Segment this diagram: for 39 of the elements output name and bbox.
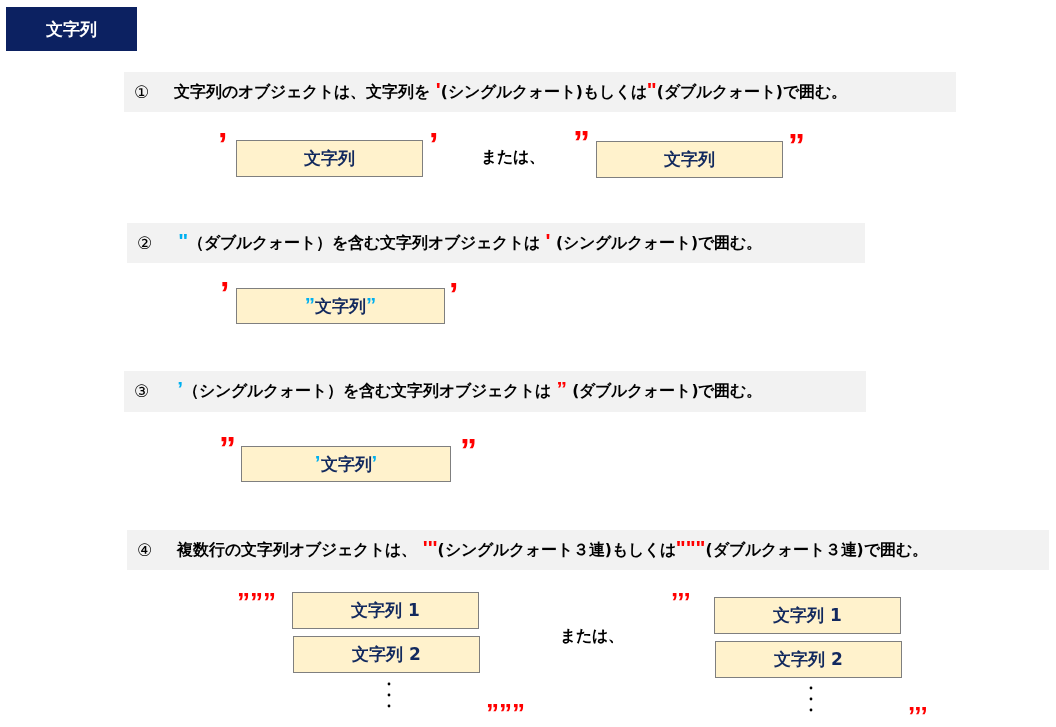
- quote-mark: ”: [788, 128, 805, 149]
- quote-mark: ’’’: [908, 703, 928, 719]
- string-box: [236, 140, 423, 177]
- box-text: 文字列: [664, 148, 715, 171]
- quote-mark: ’: [218, 127, 228, 148]
- title-text: 文字列: [46, 17, 97, 41]
- string-box: [714, 597, 901, 634]
- rule-text: 文字列のオブジェクトは、文字列を '(シングルクォート)もしくは"(ダブルクォート)で囲む。: [174, 81, 847, 103]
- rule-text: 複数行の文字列オブジェクトは、 '''(シングルクォート３連)もしくは"""(ダブルクォート３連)で囲む。: [177, 539, 928, 561]
- quote-mark: ”: [573, 125, 590, 146]
- string-box: [715, 641, 902, 678]
- quote-mark: ’: [429, 127, 439, 148]
- string-box: [292, 592, 479, 629]
- quote-mark: ”””: [237, 589, 276, 605]
- step-number: ④: [137, 539, 153, 561]
- rule-text: ’（シングルクォート）を含む文字列オブジェクトは ” (ダブルクォート)で囲む。: [177, 381, 763, 402]
- box-text: 文字列 1: [351, 599, 420, 622]
- step-number: ①: [134, 81, 150, 103]
- box-text: 文字列: [304, 147, 355, 170]
- quote-mark: ”””: [486, 700, 525, 716]
- step-number: ③: [134, 381, 150, 402]
- string-box: [293, 636, 480, 673]
- string-box: [241, 446, 451, 482]
- box-text: ’文字列’: [314, 452, 378, 476]
- quote-mark: ”: [219, 431, 236, 452]
- quote-mark: ’: [449, 277, 459, 298]
- string-box: [236, 288, 445, 324]
- step-number: ②: [137, 232, 153, 254]
- quote-mark: ’: [220, 276, 230, 297]
- quote-mark: ’’’: [671, 589, 691, 605]
- box-text: ”文字列”: [304, 294, 377, 318]
- box-text: 文字列 1: [773, 604, 842, 627]
- label-text: または、: [560, 626, 624, 647]
- label-text: または、: [481, 147, 545, 168]
- rule-text: "（ダブルクォート）を含む文字列オブジェクトは ' (シングルクォート)で囲む。: [178, 232, 763, 254]
- string-box: [596, 141, 783, 178]
- quote-mark: ”: [460, 433, 477, 454]
- box-text: 文字列 2: [774, 648, 843, 671]
- box-text: 文字列 2: [352, 643, 421, 666]
